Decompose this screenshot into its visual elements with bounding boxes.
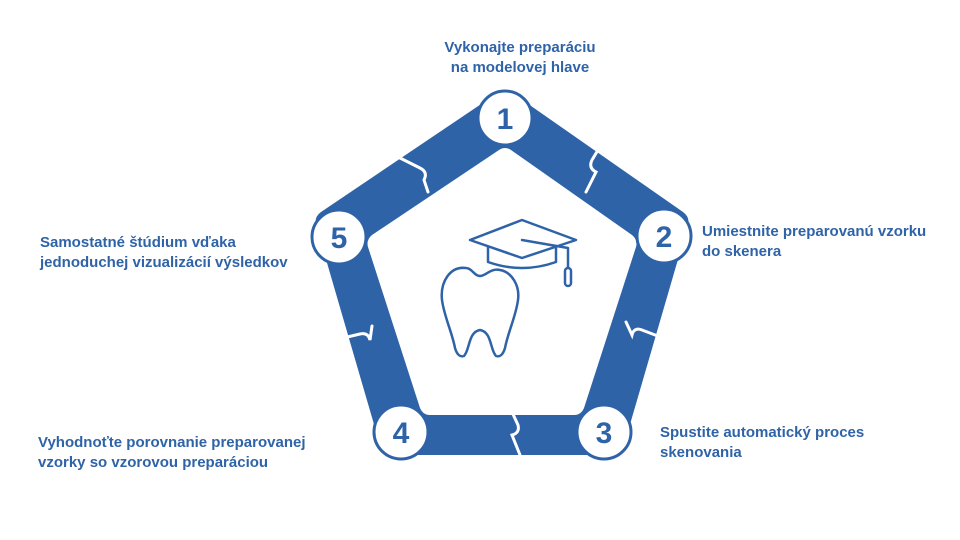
step-number: 2 xyxy=(656,221,673,254)
step-badge-2: 2 xyxy=(635,207,693,265)
tooth-with-graduation-cap-icon xyxy=(440,218,578,358)
step-badge-3: 3 xyxy=(575,403,633,461)
step-badge-4: 4 xyxy=(372,403,430,461)
step-number: 4 xyxy=(393,417,410,450)
step-badge-5: 5 xyxy=(310,208,368,266)
segment-separators xyxy=(341,148,665,457)
step-number: 5 xyxy=(331,222,348,255)
step-badge-1: 1 xyxy=(476,89,534,147)
step-number: 3 xyxy=(596,417,613,450)
pentagon-center xyxy=(367,148,637,415)
step-number: 1 xyxy=(497,103,514,136)
